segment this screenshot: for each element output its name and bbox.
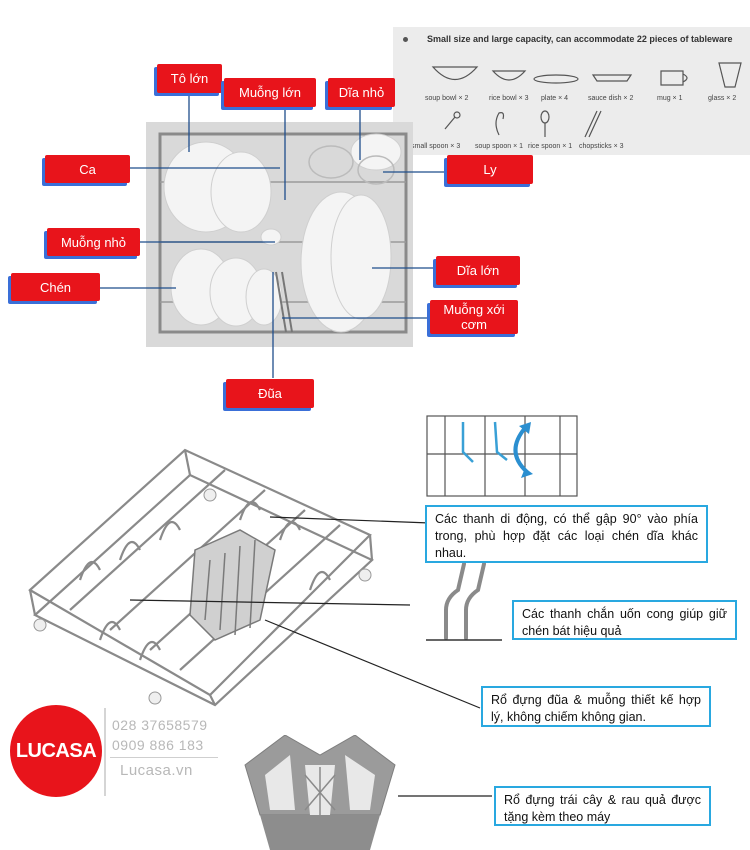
feature-cutlery-basket: Rổ đựng đũa & muỗng thiết kế hợp lý, khô… <box>481 686 711 727</box>
phone-2: 0909 886 183 <box>112 737 204 753</box>
soup-spoon-icon <box>495 112 505 136</box>
label-muong-xoi-com: Muỗng xới cơm <box>430 300 518 334</box>
capacity-panel: Small size and large capacity, can accom… <box>393 27 750 155</box>
label-chen: Chén <box>11 273 100 301</box>
feature-movable-rods: Các thanh di động, có thể gập 90° vào ph… <box>425 505 708 563</box>
label-dua: Đũa <box>226 379 314 408</box>
label-muong-nho: Muỗng nhỏ <box>47 228 140 256</box>
capacity-item: sauce dish × 2 <box>588 95 634 102</box>
rice-bowl-icon <box>491 70 527 81</box>
capacity-title: Small size and large capacity, can accom… <box>427 34 733 44</box>
bullet-icon <box>403 37 408 42</box>
capacity-item: soup spoon × 1 <box>475 143 524 150</box>
rotate-arrow-icon <box>513 426 529 474</box>
empty-rack-illustration <box>28 448 374 707</box>
capacity-item: rice spoon × 1 <box>528 143 573 150</box>
capacity-item: glass × 2 <box>708 95 737 102</box>
tableware-icons <box>431 62 742 138</box>
capacity-item: plate × 4 <box>541 95 569 102</box>
fruit-basket-illustration <box>244 735 396 850</box>
feature-callout-lines <box>129 516 492 797</box>
phone-1: 028 37658579 <box>112 717 208 733</box>
lucasa-logo: LUCASA <box>10 705 102 797</box>
capacity-item: soup bowl × 2 <box>425 95 469 102</box>
sauce-dish-icon <box>591 74 633 82</box>
capacity-item: small spoon × 3 <box>411 143 461 150</box>
glass-icon <box>718 62 742 88</box>
label-dia-lon: Dĩa lớn <box>436 256 520 285</box>
website: Lucasa.vn <box>120 762 193 779</box>
hinge-detail-illustration <box>426 415 578 497</box>
loaded-rack-illustration <box>158 132 408 334</box>
feature-curved-bars: Các thanh chắn uốn cong giúp giữ chén bá… <box>512 600 737 640</box>
label-ca: Ca <box>45 155 130 183</box>
feature-fruit-basket: Rổ đựng trái cây & rau quả được tặng kèm… <box>494 786 711 826</box>
loaded-rack-photo <box>146 122 413 347</box>
cutlery-basket-drawing <box>189 529 276 641</box>
soup-bowl-icon <box>431 66 479 81</box>
capacity-item: rice bowl × 3 <box>489 95 529 102</box>
curved-bars-illustration <box>426 562 502 641</box>
brand-divider <box>104 708 106 796</box>
chopsticks-icon <box>584 110 602 138</box>
label-ly: Ly <box>447 155 533 184</box>
label-dia-nho: Dĩa nhỏ <box>328 78 395 107</box>
label-to-lon: Tô lớn <box>157 64 222 93</box>
small-spoon-icon <box>444 116 456 130</box>
contact-divider <box>110 757 218 758</box>
capacity-item: chopsticks × 3 <box>579 143 624 150</box>
callout-lines <box>100 92 448 378</box>
label-muong-lon: Muỗng lớn <box>224 78 316 107</box>
plate-icon <box>533 74 579 84</box>
capacity-item: mug × 1 <box>657 95 683 102</box>
mug-icon <box>660 70 688 86</box>
